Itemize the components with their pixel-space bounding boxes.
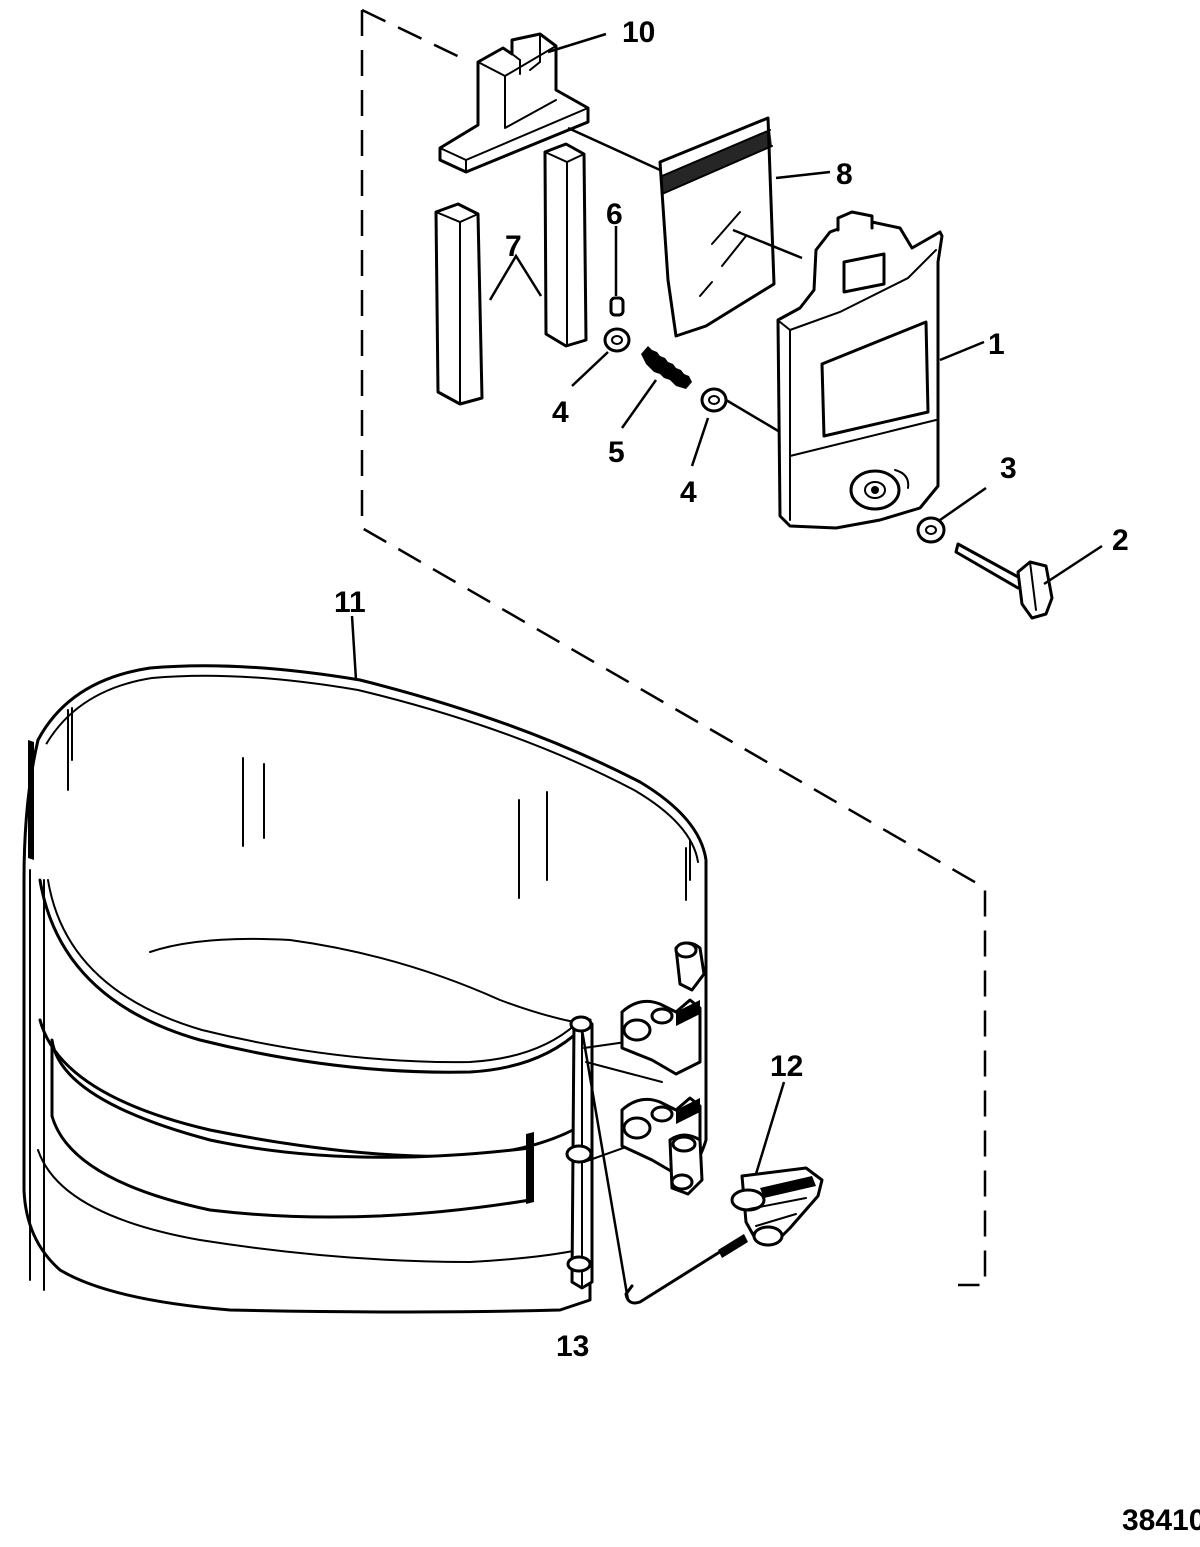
part-12-latch (730, 1166, 824, 1247)
part-7-bar-right (543, 142, 588, 348)
part-10-holder-block (438, 32, 590, 174)
callout-labels: 10 8 7 6 1 4 5 4 3 2 11 12 13 38410 (334, 16, 1200, 1537)
part-8-decal-sheet (658, 116, 776, 338)
part-7-bar-left (434, 202, 484, 406)
callout-8: 8 (836, 158, 853, 191)
callout-2: 2 (1112, 524, 1129, 557)
part-2-thumb-screw (954, 542, 1054, 620)
callout-5: 5 (608, 436, 625, 469)
callout-7: 7 (505, 230, 522, 263)
callout-6: 6 (606, 198, 623, 231)
band-clamp-hardware (565, 941, 706, 1290)
part-4-washer-left (603, 327, 631, 353)
part-11-band (22, 664, 708, 1314)
assembly-boundary-dashed-line (360, 8, 987, 1287)
part-6-pin (609, 296, 625, 317)
callout-12: 12 (770, 1050, 803, 1083)
callout-10: 10 (622, 16, 655, 49)
leader-lines (350, 32, 1103, 1301)
callout-4-right: 4 (680, 476, 697, 509)
part-3-washer (916, 516, 946, 544)
callout-4-left: 4 (552, 396, 569, 429)
callout-3: 3 (1000, 452, 1017, 485)
part-4-washer-right (700, 387, 728, 413)
part-5-spring (641, 346, 692, 389)
figure-number: 38410 (1122, 1504, 1200, 1537)
callout-13: 13 (556, 1330, 589, 1363)
part-1-plate-housing (776, 210, 944, 530)
callout-11: 11 (334, 586, 366, 619)
callout-1: 1 (988, 328, 1005, 361)
part-13-hook-rod (624, 1234, 748, 1305)
